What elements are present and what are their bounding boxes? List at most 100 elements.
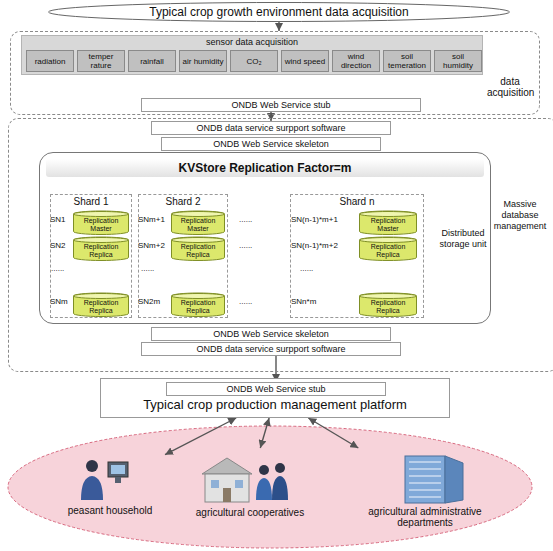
node-text: Replication Replica [363,243,413,258]
node-text: peasant household [55,505,165,516]
node-text: temper rature [80,52,122,70]
cylinder-top [360,212,417,217]
service-box: ONDB Web Service stub [141,98,421,112]
cylinder-top [172,238,225,243]
node-text: Replication Replica [175,243,221,258]
node-text: ONDB Web Service skeleton [156,329,386,339]
replication-cylinder: Replication Replica [171,293,225,317]
service-box: ONDB Web Service skeleton [151,327,391,341]
node-text: ONDB data service surpport software [156,123,386,133]
connector-arrow [260,418,269,448]
node-number: SNm+1 [138,215,165,225]
cylinder-body [74,293,129,317]
node-text: Massive database management [493,199,547,232]
node-text: Shard 1 [51,196,131,208]
node-number: SN(n-1)*m+1 [291,215,338,225]
cylinder-top [74,238,129,243]
connector-arrow [270,112,271,121]
person-head [86,460,98,472]
service-box: ONDB Web Service skeleton [161,137,381,151]
ellipse-outline [49,3,510,22]
connector-arrow [165,418,236,455]
node-number: SN2m [138,297,160,307]
user-ellipse [8,426,532,548]
sensor-box: radiation [26,50,74,72]
person-body [81,476,103,500]
node-text: data acquisition [487,76,533,98]
cylinder-top [360,238,417,243]
replication-cylinder: Replication Replica [359,293,417,317]
node-text: ONDB data service surpport software [146,344,396,354]
node-text: Replication Master [363,217,413,232]
sensor-box: soil humidity [434,50,482,72]
person-body [256,478,272,500]
node-text: soil temeration [386,52,428,70]
node-text: Replication Replica [77,243,125,258]
node-text: KVStore Replication Factor=m [46,159,484,177]
door [223,488,231,502]
cylinder-top [74,212,129,217]
node-text: Replication Master [77,217,125,232]
node-text: agricultural cooperatives [185,507,315,518]
node-text: ONDB Web Service stub [146,100,416,110]
cylinder-body [172,237,225,261]
building [205,474,249,502]
monitor-stand [115,477,121,483]
window-row [409,475,441,476]
replication-cylinder: Replication Master [73,211,129,235]
replication-cylinder: Replication Replica [171,237,225,261]
cylinder-top [172,294,225,299]
window-row [409,482,441,483]
department-icon [405,456,463,503]
node-number: SN(n-1)*m+2 [291,241,338,251]
cylinder-body [172,293,225,317]
node-text: Replication Replica [363,299,413,314]
cylinder-top [74,294,129,299]
window-row [409,496,441,497]
window-rows [409,462,441,497]
node-text: CO₂ [246,57,261,66]
ellipsis-mark: ...... [51,264,64,274]
acquisition-region: data acquisition sensor data acquisition r… [10,31,540,115]
ellipsis-mark: ...... [239,241,252,251]
connector-arrow [278,22,279,31]
user-node: agricultural administrative departments [340,448,510,528]
node-text: air humidity [183,57,224,66]
sensor-box: soil temeration [383,50,431,72]
node-text: Typical crop production management platf… [101,397,449,412]
ellipsis-mark: ...... [300,264,313,274]
sensor-box: temper rature [77,50,125,72]
node-number: SNm+2 [138,241,165,251]
replication-cylinder: Replication Replica [73,293,129,317]
cylinder-top [172,212,225,217]
sensor-box: CO₂ [230,50,278,72]
node-text: Shard n [291,196,423,208]
node-text: sensor data acquisition [22,37,482,48]
cylinder-body [360,237,417,260]
cylinder-body [360,211,417,234]
source-ellipse: Typical crop growth environment data acq… [48,2,510,22]
node-text: Replication Replica [77,299,125,314]
service-box: ONDB data service surpport software [151,121,391,135]
node-text: soil humidity [437,52,479,70]
cylinder-body [74,211,129,235]
replication-cylinder: Replication Replica [359,237,417,261]
office-front [405,456,445,503]
window [235,480,243,488]
ellipsis-mark: ...... [239,215,252,225]
window-row [409,468,441,469]
sensor-box: air humidity [179,50,227,72]
window-row [409,461,441,462]
cylinder-top [360,294,417,299]
user-node: peasant household [55,450,165,516]
platform-box: Typical crop production management platf… [100,378,450,418]
screen [111,465,125,474]
replication-cylinder: Replication Replica [73,237,129,261]
cooperative-icon [202,458,288,502]
node-text: Shard 2 [139,196,227,208]
office-side [445,456,463,503]
connector-arrow [308,418,358,448]
peasant-icon [81,460,128,500]
node-text: agricultural administrative departments [340,506,510,528]
window [211,480,219,488]
